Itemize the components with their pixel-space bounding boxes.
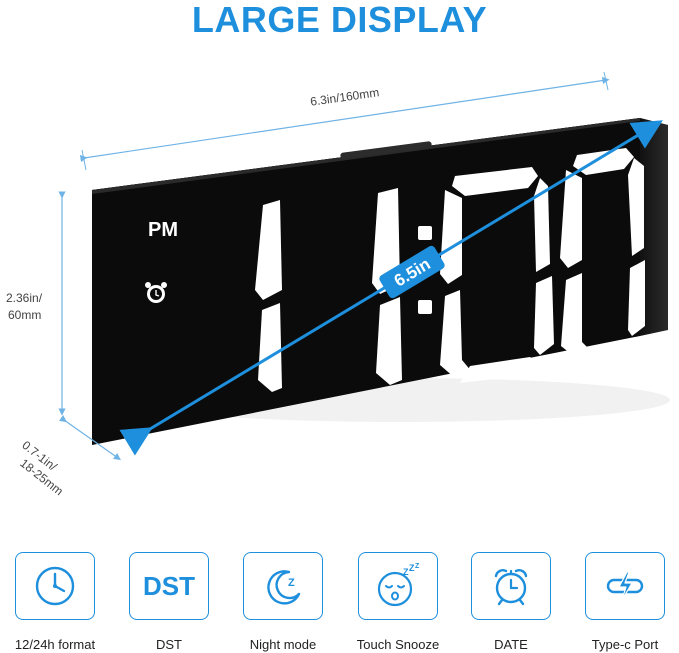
diagonal-badge <box>379 245 445 299</box>
feature-box <box>585 552 665 620</box>
feature-label: 12/24h format <box>14 637 96 652</box>
feature-box: Z <box>243 552 323 620</box>
feature-type-c-port: Type-c Port <box>570 550 679 653</box>
svg-text:Z: Z <box>288 577 295 589</box>
height-label-1: 2.36in/ <box>6 291 43 305</box>
svg-text:Z: Z <box>415 563 420 570</box>
usb-c-plug-icon <box>606 571 644 601</box>
svg-text:Z: Z <box>403 567 409 577</box>
dst-text: DST <box>143 570 195 601</box>
feature-night-mode: Z Night mode <box>228 550 338 653</box>
feature-label: Night mode <box>249 637 317 652</box>
feature-label: DATE <box>494 637 528 652</box>
pm-indicator: PM <box>148 219 178 241</box>
alarm-clock-icon <box>494 569 528 606</box>
height-label-2: 60mm <box>8 308 42 322</box>
feature-date: DATE <box>456 550 566 653</box>
feature-label: Type-c Port <box>591 637 659 652</box>
feature-12-24h: 12/24h format <box>0 550 110 653</box>
clock-illustration: PM 6.5i <box>58 71 670 461</box>
feature-box <box>471 552 551 620</box>
feature-label: Touch Snooze <box>356 637 440 652</box>
moon-icon: Z <box>267 570 301 605</box>
feature-box: Z Z Z <box>358 552 438 620</box>
clock-icon <box>35 566 75 606</box>
feature-label: DST <box>156 637 182 652</box>
svg-text:Z: Z <box>409 563 415 573</box>
feature-box: DST <box>129 552 209 620</box>
feature-row: 12/24h format DST DST Z Night mode Z Z Z <box>0 550 679 653</box>
sleeping-face-icon: Z Z Z <box>377 563 420 607</box>
depth-dimension-line <box>58 414 121 461</box>
feature-box <box>15 552 95 620</box>
feature-dst: DST DST <box>114 550 224 653</box>
page-title: LARGE DISPLAY <box>191 0 488 40</box>
width-dimension-line <box>79 76 610 163</box>
feature-touch-snooze: Z Z Z Touch Snooze <box>343 550 453 653</box>
